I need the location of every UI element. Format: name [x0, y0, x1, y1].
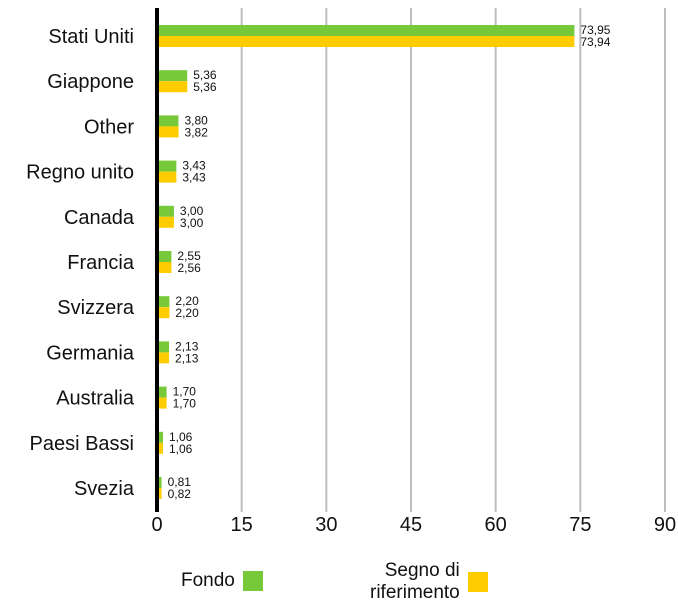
x-tick-label: 60 [485, 514, 507, 536]
bar-benchmark [157, 397, 167, 409]
bar-fund [157, 386, 167, 398]
bar-benchmark [157, 488, 162, 499]
value-label-fund: 1,70 [173, 385, 197, 399]
x-tick-label: 30 [315, 514, 337, 536]
value-label-benchmark: 3,43 [182, 171, 206, 185]
value-label-fund: 2,13 [175, 339, 199, 353]
category-label: Giappone [47, 71, 134, 93]
value-label-benchmark: 5,36 [193, 80, 217, 94]
legend-swatch-fund [242, 571, 263, 591]
bar-benchmark [157, 36, 575, 47]
bar-benchmark [157, 216, 174, 228]
bar-benchmark [157, 442, 163, 454]
value-label-benchmark: 2,20 [175, 306, 199, 320]
legend-label-benchmark-line1: Segno di [384, 560, 460, 581]
bar-fund [157, 251, 172, 262]
bar-fund [157, 205, 174, 217]
legend-label-benchmark: Segno di riferimento [370, 560, 460, 604]
value-label-fund: 3,00 [180, 204, 204, 218]
value-label-benchmark: 2,13 [175, 351, 199, 365]
value-label-fund: 3,80 [184, 113, 208, 127]
bar-benchmark [157, 352, 170, 364]
value-label-fund: 1,06 [169, 430, 193, 444]
bar-benchmark [157, 307, 170, 319]
value-label-benchmark: 73,94 [580, 35, 610, 49]
legend: Fondo Segno di riferimento [0, 560, 678, 607]
legend-item-fund: Fondo [181, 570, 263, 592]
x-tick-label: 75 [569, 514, 591, 536]
value-label-benchmark: 3,00 [180, 216, 204, 230]
value-label-benchmark: 2,56 [177, 261, 201, 275]
category-label: Svizzera [57, 297, 135, 319]
category-label: Australia [56, 388, 135, 410]
category-label: Paesi Bassi [30, 433, 135, 455]
bar-fund [157, 296, 170, 308]
bar-fund [157, 115, 179, 127]
bar-fund [157, 477, 162, 488]
bar-benchmark [157, 126, 179, 138]
category-label: Francia [67, 252, 135, 274]
legend-label-benchmark-line2: riferimento [370, 582, 460, 603]
value-label-fund: 3,43 [182, 159, 206, 173]
value-label-fund: 73,95 [580, 23, 610, 37]
legend-swatch-benchmark [467, 572, 488, 592]
bar-fund [157, 341, 170, 353]
category-label: Svezia [74, 478, 135, 500]
x-tick-label: 90 [654, 514, 676, 536]
x-tick-label: 0 [151, 514, 162, 536]
x-tick-label: 45 [400, 514, 422, 536]
category-label: Other [84, 116, 134, 138]
bar-fund [157, 25, 575, 36]
value-label-fund: 2,20 [175, 294, 199, 308]
value-label-benchmark: 3,82 [185, 125, 209, 139]
value-label-fund: 2,55 [177, 249, 201, 263]
category-label: Germania [46, 342, 135, 364]
bar-benchmark [157, 81, 188, 93]
category-label: Stati Uniti [48, 26, 134, 48]
bar-fund [157, 70, 188, 82]
value-label-fund: 0,81 [168, 475, 192, 489]
value-label-benchmark: 0,82 [168, 487, 192, 501]
value-label-fund: 5,36 [193, 68, 217, 82]
legend-label-fund: Fondo [181, 570, 235, 591]
bar-benchmark [157, 171, 177, 183]
category-label: Regno unito [26, 162, 134, 184]
bar-fund [157, 431, 163, 443]
category-label: Canada [64, 207, 135, 229]
value-label-benchmark: 1,70 [173, 397, 197, 411]
value-label-benchmark: 1,06 [169, 442, 193, 456]
legend-item-benchmark: Segno di riferimento [370, 560, 488, 604]
bar-fund [157, 160, 177, 172]
bar-benchmark [157, 262, 172, 273]
x-tick-label: 15 [231, 514, 253, 536]
